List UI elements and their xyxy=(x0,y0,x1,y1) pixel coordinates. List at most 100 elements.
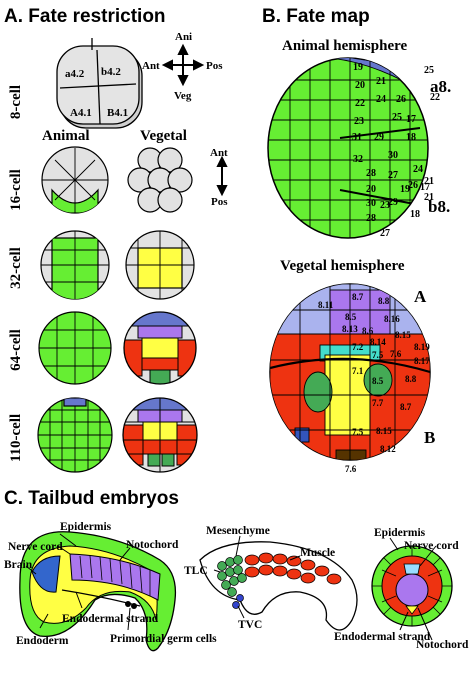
axis-cross-icon xyxy=(161,43,205,87)
label-epidermis-cross: Epidermis xyxy=(374,527,426,539)
cell-number: 8.16 xyxy=(384,314,400,324)
cell-number: 23 xyxy=(354,116,364,127)
tailbud-cross-section xyxy=(371,545,453,627)
ant-pos-arrow-icon xyxy=(216,155,228,197)
embryo-64-vegetal xyxy=(124,312,196,384)
panel-a-title: A. Fate restriction xyxy=(4,6,166,27)
stage-110-cell-label: 110-cell xyxy=(8,414,24,462)
cell-number: 32 xyxy=(353,154,363,165)
embryo-16-vegetal xyxy=(127,147,193,213)
stage-32-cell-label: 32-cell xyxy=(8,247,24,289)
label-endodermal-strand: Endodermal strand xyxy=(62,613,159,625)
cell-number: 8.13 xyxy=(342,324,358,334)
embryo-16-animal xyxy=(41,146,109,214)
cell-number: 30 xyxy=(366,198,376,209)
cell-number: 18 xyxy=(406,132,416,143)
cross-leader-lines xyxy=(389,537,437,641)
cell-number: 29 xyxy=(374,132,384,143)
stage-64-cell-label: 64-cell xyxy=(8,329,24,371)
cell-number: 25 xyxy=(392,112,402,123)
cell-number: 17 xyxy=(406,114,416,125)
cell-number: 23 xyxy=(380,200,390,211)
label-nerve-cord-cross: Nerve cord xyxy=(404,540,459,552)
panel-c-title: C. Tailbud embryos xyxy=(4,488,179,509)
label-notochord: Notochord xyxy=(126,539,179,551)
axis-pos-label: Pos xyxy=(206,60,223,72)
cell-number: 26 xyxy=(408,180,418,191)
cell-number: 28 xyxy=(366,213,376,224)
label-nerve-cord: Nerve cord xyxy=(8,541,63,553)
stage-16-cell-label: 16-cell xyxy=(8,169,24,211)
cell-number: 8.5 xyxy=(345,312,357,322)
cell-number: 8.17 xyxy=(414,356,430,366)
vegetal-hemisphere-embryo xyxy=(269,283,431,461)
cell-number: 26 xyxy=(396,94,406,105)
cell-number: 21 xyxy=(424,192,434,203)
cell-number: 7.6 xyxy=(345,464,357,474)
cell-number: 24 xyxy=(376,94,386,105)
embryo-8-cell xyxy=(56,38,143,129)
cell-number: 8.6 xyxy=(362,326,374,336)
axis2-pos-label: Pos xyxy=(211,196,228,208)
tailbud-lateral-section xyxy=(19,531,177,652)
stage-8-cell-label: 8-cell xyxy=(8,85,24,119)
group-label-A: A xyxy=(414,287,427,306)
tailbud-mesoderm-embryo xyxy=(199,541,358,631)
cell-number: 20 xyxy=(355,80,365,91)
embryo-110-animal xyxy=(37,397,113,473)
cell-number: 28 xyxy=(366,168,376,179)
cell-number: 8.7 xyxy=(352,292,364,302)
cell-number: 8.15 xyxy=(395,330,411,340)
label-muscle: Muscle xyxy=(300,547,335,559)
cell-number: 29 xyxy=(388,197,398,208)
cell-number: 21 xyxy=(376,76,386,87)
embryo-64-animal xyxy=(38,311,112,385)
cell-number: 19 xyxy=(400,184,410,195)
cell-number: 8.7 xyxy=(400,402,412,412)
mesoderm-leader-lines xyxy=(213,535,301,619)
animal-hemisphere-embryo xyxy=(267,57,429,239)
cell-number: 21 xyxy=(424,176,434,187)
cell-number: 7.5 xyxy=(352,427,364,437)
label-tvc: TVC xyxy=(238,619,262,631)
cell-number: 22 xyxy=(355,98,365,109)
embryo-64-vegetal-outline xyxy=(123,311,197,385)
label-notochord-cross: Notochord xyxy=(416,639,469,651)
group-label-b8: b8. xyxy=(428,197,450,216)
cell-number: 7.2 xyxy=(352,342,364,352)
vegetal-hemisphere-heading: Vegetal hemisphere xyxy=(280,258,405,274)
cell-number: 8.8 xyxy=(378,296,390,306)
cell-number: 19 xyxy=(353,62,363,73)
column-vegetal-label: Vegetal xyxy=(140,128,187,144)
label-endoderm: Endoderm xyxy=(16,635,69,647)
group-label-B: B xyxy=(424,428,435,447)
cell-number: 22 xyxy=(430,92,440,103)
cell-number: 31 xyxy=(352,132,362,143)
axis-veg-label: Veg xyxy=(174,90,192,102)
cell-number: 18 xyxy=(410,209,420,220)
cell-number: 25 xyxy=(424,65,434,76)
cell-number: 7.6 xyxy=(390,349,402,359)
panel-b-title: B. Fate map xyxy=(262,6,370,27)
animal-cell-numbers: 19 20 22 21 24 26 23 25 31 32 29 30 28 2… xyxy=(352,62,440,239)
cell-number: 8.15 xyxy=(376,426,392,436)
vegetal-cell-numbers: 8.7 8.8 8.5 8.6 8.16 8.15 8.13 8.14 7.2 … xyxy=(318,292,430,474)
blastomere-A4-1: A4.1 xyxy=(70,107,92,119)
label-endodermal-strand-cross: Endodermal strand xyxy=(334,631,431,643)
cell-number: 30 xyxy=(388,150,398,161)
axis2-ant-label: Ant xyxy=(210,147,228,159)
cell-number: 17 xyxy=(420,182,430,193)
axis-ani-label: Ani xyxy=(175,31,192,43)
cell-number: 7.7 xyxy=(372,398,384,408)
blastomere-B4-1: B4.1 xyxy=(107,107,128,119)
column-animal-label: Animal xyxy=(42,128,90,144)
cell-number: 8.8 xyxy=(405,374,417,384)
label-brain: Brain xyxy=(4,559,33,571)
cell-number: 24 xyxy=(413,164,423,175)
label-mesenchyme: Mesenchyme xyxy=(206,525,270,537)
cell-number: 8.19 xyxy=(414,342,430,352)
cell-number: 27 xyxy=(380,228,390,239)
cell-number: 8.5 xyxy=(372,376,384,386)
embryo-32-vegetal xyxy=(125,230,195,300)
